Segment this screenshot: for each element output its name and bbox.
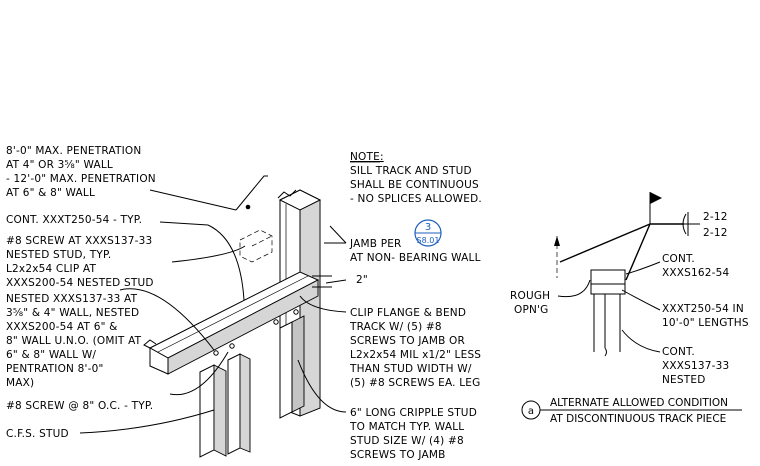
note-screw-oc: #8 SCREW @ 8" O.C. - TYP. [6, 400, 153, 412]
svg-text:CONT.: CONT. [662, 253, 695, 265]
note-nested-stud: NESTED XXXS137-33 AT 3⅝" & 4" WALL, NEST… [6, 293, 142, 389]
svg-text:C.F.S. STUD: C.F.S. STUD [6, 428, 69, 440]
svg-text:CLIP FLANGE & BEND: CLIP FLANGE & BEND [350, 307, 466, 319]
svg-text:OPN'G: OPN'G [514, 304, 548, 316]
svg-text:AT 6" & 8" WALL: AT 6" & 8" WALL [6, 187, 95, 199]
svg-text:AT NON- BEARING WALL: AT NON- BEARING WALL [350, 252, 481, 264]
svg-text:2-12: 2-12 [703, 211, 728, 223]
leader-lines [79, 175, 347, 434]
svg-text:#8 SCREW AT XXXS137-33: #8 SCREW AT XXXS137-33 [6, 235, 152, 247]
svg-text:L2x2x54 CLIP AT: L2x2x54 CLIP AT [6, 263, 96, 275]
svg-text:XXXS162-54: XXXS162-54 [662, 267, 730, 279]
svg-text:8" WALL U.N.O. (OMIT AT: 8" WALL U.N.O. (OMIT AT [6, 335, 142, 347]
svg-text:6" & 8" WALL W/: 6" & 8" WALL W/ [6, 349, 96, 361]
detail-subtitle-text: AT DISCONTINUOUS TRACK PIECE [550, 413, 726, 425]
note-clip-flange: CLIP FLANGE & BEND TRACK W/ (5) #8 SCREW… [349, 307, 481, 389]
svg-text:10'-0" LENGTHS: 10'-0" LENGTHS [662, 317, 749, 329]
detail-letter: a [528, 406, 534, 417]
svg-text:- NO SPLICES ALLOWED.: - NO SPLICES ALLOWED. [350, 193, 482, 205]
svg-text:SILL TRACK AND STUD: SILL TRACK AND STUD [350, 165, 472, 177]
svg-text:CONT. XXXT250-54 - TYP.: CONT. XXXT250-54 - TYP. [6, 214, 142, 226]
detail-title: a ALTERNATE ALLOWED CONDITION AT DISCONT… [521, 397, 742, 425]
svg-text:(5) #8 SCREWS EA. LEG: (5) #8 SCREWS EA. LEG [350, 377, 480, 389]
svg-text:6" LONG CRIPPLE STUD: 6" LONG CRIPPLE STUD [350, 407, 477, 419]
svg-text:NOTE:: NOTE: [350, 151, 384, 163]
section-sheet: S8.01 [417, 236, 440, 245]
general-note: NOTE: SILL TRACK AND STUD SHALL BE CONTI… [350, 151, 482, 205]
svg-text:NESTED: NESTED [662, 374, 706, 386]
note-screw-stud: #8 SCREW AT XXXS137-33 NESTED STUD, TYP.… [6, 235, 154, 289]
note-cont-stud: CONT. XXXS162-54 [662, 253, 730, 279]
svg-text:THAN STUD WIDTH W/: THAN STUD WIDTH W/ [349, 363, 472, 375]
svg-text:2": 2" [356, 274, 368, 286]
svg-text:TO MATCH TYP. WALL: TO MATCH TYP. WALL [349, 421, 464, 433]
svg-text:NESTED STUD, TYP.: NESTED STUD, TYP. [6, 249, 111, 261]
note-jamb: JAMB PER AT NON- BEARING WALL [349, 238, 481, 264]
note-cripple: 6" LONG CRIPPLE STUD TO MATCH TYP. WALL … [349, 407, 477, 461]
svg-text:SHALL BE CONTINUOUS: SHALL BE CONTINUOUS [350, 179, 479, 191]
svg-text:ROUGH: ROUGH [510, 290, 550, 302]
svg-text:2-12: 2-12 [703, 227, 728, 239]
svg-text:- 12'-0" MAX. PENETRATION: - 12'-0" MAX. PENETRATION [6, 173, 156, 185]
note-cont-track: CONT. XXXT250-54 - TYP. [6, 214, 142, 226]
section-number: 3 [425, 222, 431, 233]
svg-text:XXXT250-54 IN: XXXT250-54 IN [662, 303, 744, 315]
section-reference-bubble[interactable]: 3 S8.01 [414, 219, 442, 247]
svg-text:#8 SCREW @ 8" O.C. - TYP.: #8 SCREW @ 8" O.C. - TYP. [6, 400, 153, 412]
note-cont-nested: CONT. XXXS137-33 NESTED [662, 346, 729, 386]
svg-text:STUD SIZE W/ (4) #8: STUD SIZE W/ (4) #8 [350, 435, 464, 447]
note-cfs-stud: C.F.S. STUD [6, 428, 69, 440]
note-two-inch: 2" [356, 274, 368, 286]
svg-text:CONT.: CONT. [662, 346, 695, 358]
note-rough-opening: ROUGH OPN'G [510, 290, 550, 316]
svg-text:8'-0" MAX. PENETRATION: 8'-0" MAX. PENETRATION [6, 145, 141, 157]
svg-text:SCREWS TO JAMB OR: SCREWS TO JAMB OR [350, 335, 465, 347]
isometric-sill-detail [143, 189, 322, 458]
elevation-detail [554, 192, 700, 357]
svg-text:XXXS200-54 AT 6" &: XXXS200-54 AT 6" & [6, 321, 118, 333]
svg-text:XXXS200-54 NESTED STUD: XXXS200-54 NESTED STUD [6, 277, 154, 289]
svg-text:TRACK W/ (5) #8: TRACK W/ (5) #8 [349, 321, 442, 333]
svg-text:PENTRATION 8'-0": PENTRATION 8'-0" [6, 363, 104, 375]
svg-text:SCREWS TO JAMB: SCREWS TO JAMB [350, 449, 446, 461]
note-slope: 2-12 2-12 [703, 211, 728, 239]
note-penetration: 8'-0" MAX. PENETRATION AT 4" OR 3⅝" WALL… [6, 145, 156, 199]
svg-text:L2x2x54 MIL x1/2" LESS: L2x2x54 MIL x1/2" LESS [350, 349, 481, 361]
svg-text:3⅝" & 4" WALL, NESTED: 3⅝" & 4" WALL, NESTED [6, 307, 139, 319]
svg-text:NESTED XXXS137-33 AT: NESTED XXXS137-33 AT [6, 293, 138, 305]
svg-text:JAMB PER: JAMB PER [349, 238, 402, 250]
svg-text:AT 4" OR 3⅝" WALL: AT 4" OR 3⅝" WALL [6, 159, 113, 171]
svg-text:XXXS137-33: XXXS137-33 [662, 360, 729, 372]
note-track-lengths: XXXT250-54 IN 10'-0" LENGTHS [662, 303, 749, 329]
detail-title-text: ALTERNATE ALLOWED CONDITION [550, 397, 728, 409]
svg-text:MAX): MAX) [6, 377, 34, 389]
